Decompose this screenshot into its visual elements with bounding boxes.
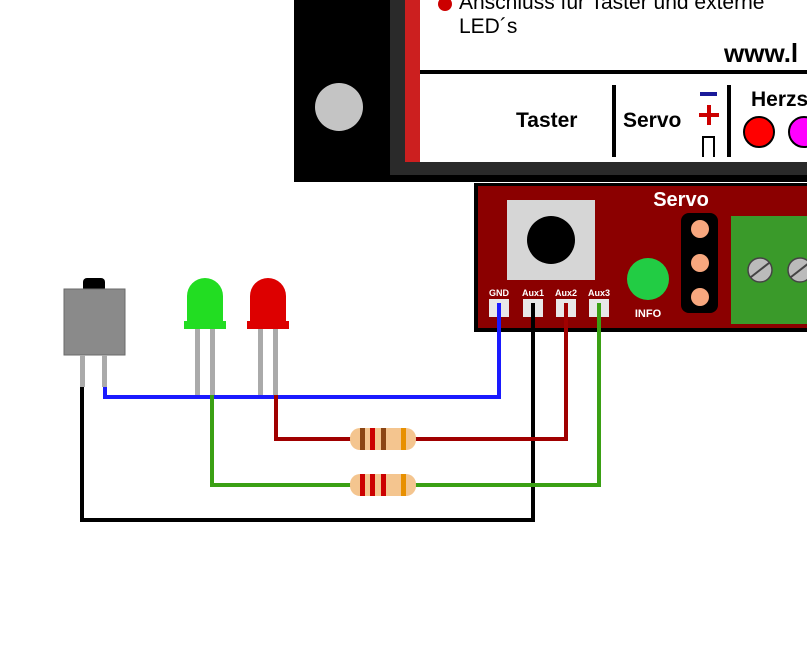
heart-led-magenta	[788, 116, 807, 148]
decoder-panel: Anschluss für Taster und externe LED´s w…	[294, 0, 807, 182]
heart-led-red	[743, 116, 775, 148]
switch-leg-1	[80, 355, 85, 387]
switch-body	[63, 288, 126, 356]
panel-divider	[420, 70, 807, 74]
wire-gnd-blue	[103, 303, 501, 399]
label-taster: Taster	[516, 109, 577, 132]
circuit-board: Servo INFO GND Aux1 Aux2 Aux3	[474, 183, 807, 332]
servo-pin-3	[691, 288, 709, 306]
led-red	[247, 278, 289, 395]
led-green	[184, 278, 226, 395]
resistor-2-band-2	[370, 474, 375, 496]
led-green-dome	[187, 278, 223, 321]
wires	[80, 303, 601, 522]
wire-aux1-black	[80, 303, 535, 522]
mounting-hole	[315, 83, 363, 131]
panel-text-line2: LED´s	[459, 15, 517, 38]
bullet-icon	[438, 0, 452, 11]
led-red-rim	[247, 321, 289, 329]
resistor-2-band-4	[401, 474, 406, 496]
screw-slot-1	[750, 262, 770, 278]
resistor-1-band-2	[370, 428, 375, 450]
plus-icon-v	[707, 105, 711, 125]
resistor-2	[350, 474, 416, 496]
resistor-1-band-3	[381, 428, 386, 450]
push-switch	[63, 278, 126, 387]
info-label: INFO	[635, 308, 662, 320]
pin-label-aux1: Aux1	[522, 288, 544, 298]
led-green-leg-1	[195, 329, 200, 395]
resistor-1-band-1	[360, 428, 365, 450]
led-red-leg-2	[273, 329, 278, 395]
panel-text-line1: Anschluss für Taster und externe	[459, 0, 764, 14]
info-led	[627, 258, 669, 300]
resistor-1-band-4	[401, 428, 406, 450]
screw-slot-2	[790, 263, 807, 278]
label-herzs: Herzs	[751, 88, 807, 111]
pulse-icon	[702, 136, 715, 157]
panel-separator-2	[727, 85, 731, 157]
switch-leg-2	[102, 355, 107, 387]
pin-label-gnd: GND	[489, 288, 510, 298]
resistor-1	[350, 428, 416, 450]
resistor-2-band-1	[360, 474, 365, 496]
minus-icon	[700, 92, 717, 96]
panel-url: www.l	[723, 38, 798, 68]
led-green-leg-2	[210, 329, 215, 395]
led-red-leg-1	[258, 329, 263, 395]
servo-pin-1	[691, 220, 709, 238]
board-servo-label: Servo	[653, 189, 709, 211]
panel-separator-1	[612, 85, 616, 157]
led-green-rim	[184, 321, 226, 329]
pin-label-aux2: Aux2	[555, 288, 577, 298]
pin-label-aux3: Aux3	[588, 288, 610, 298]
terminal-screw-2	[787, 257, 807, 283]
resistor-2-band-3	[381, 474, 386, 496]
servo-pin-2	[691, 254, 709, 272]
led-red-dome	[250, 278, 286, 321]
label-servo: Servo	[623, 109, 681, 132]
push-button	[527, 216, 575, 264]
wire-aux2-red	[274, 303, 568, 441]
